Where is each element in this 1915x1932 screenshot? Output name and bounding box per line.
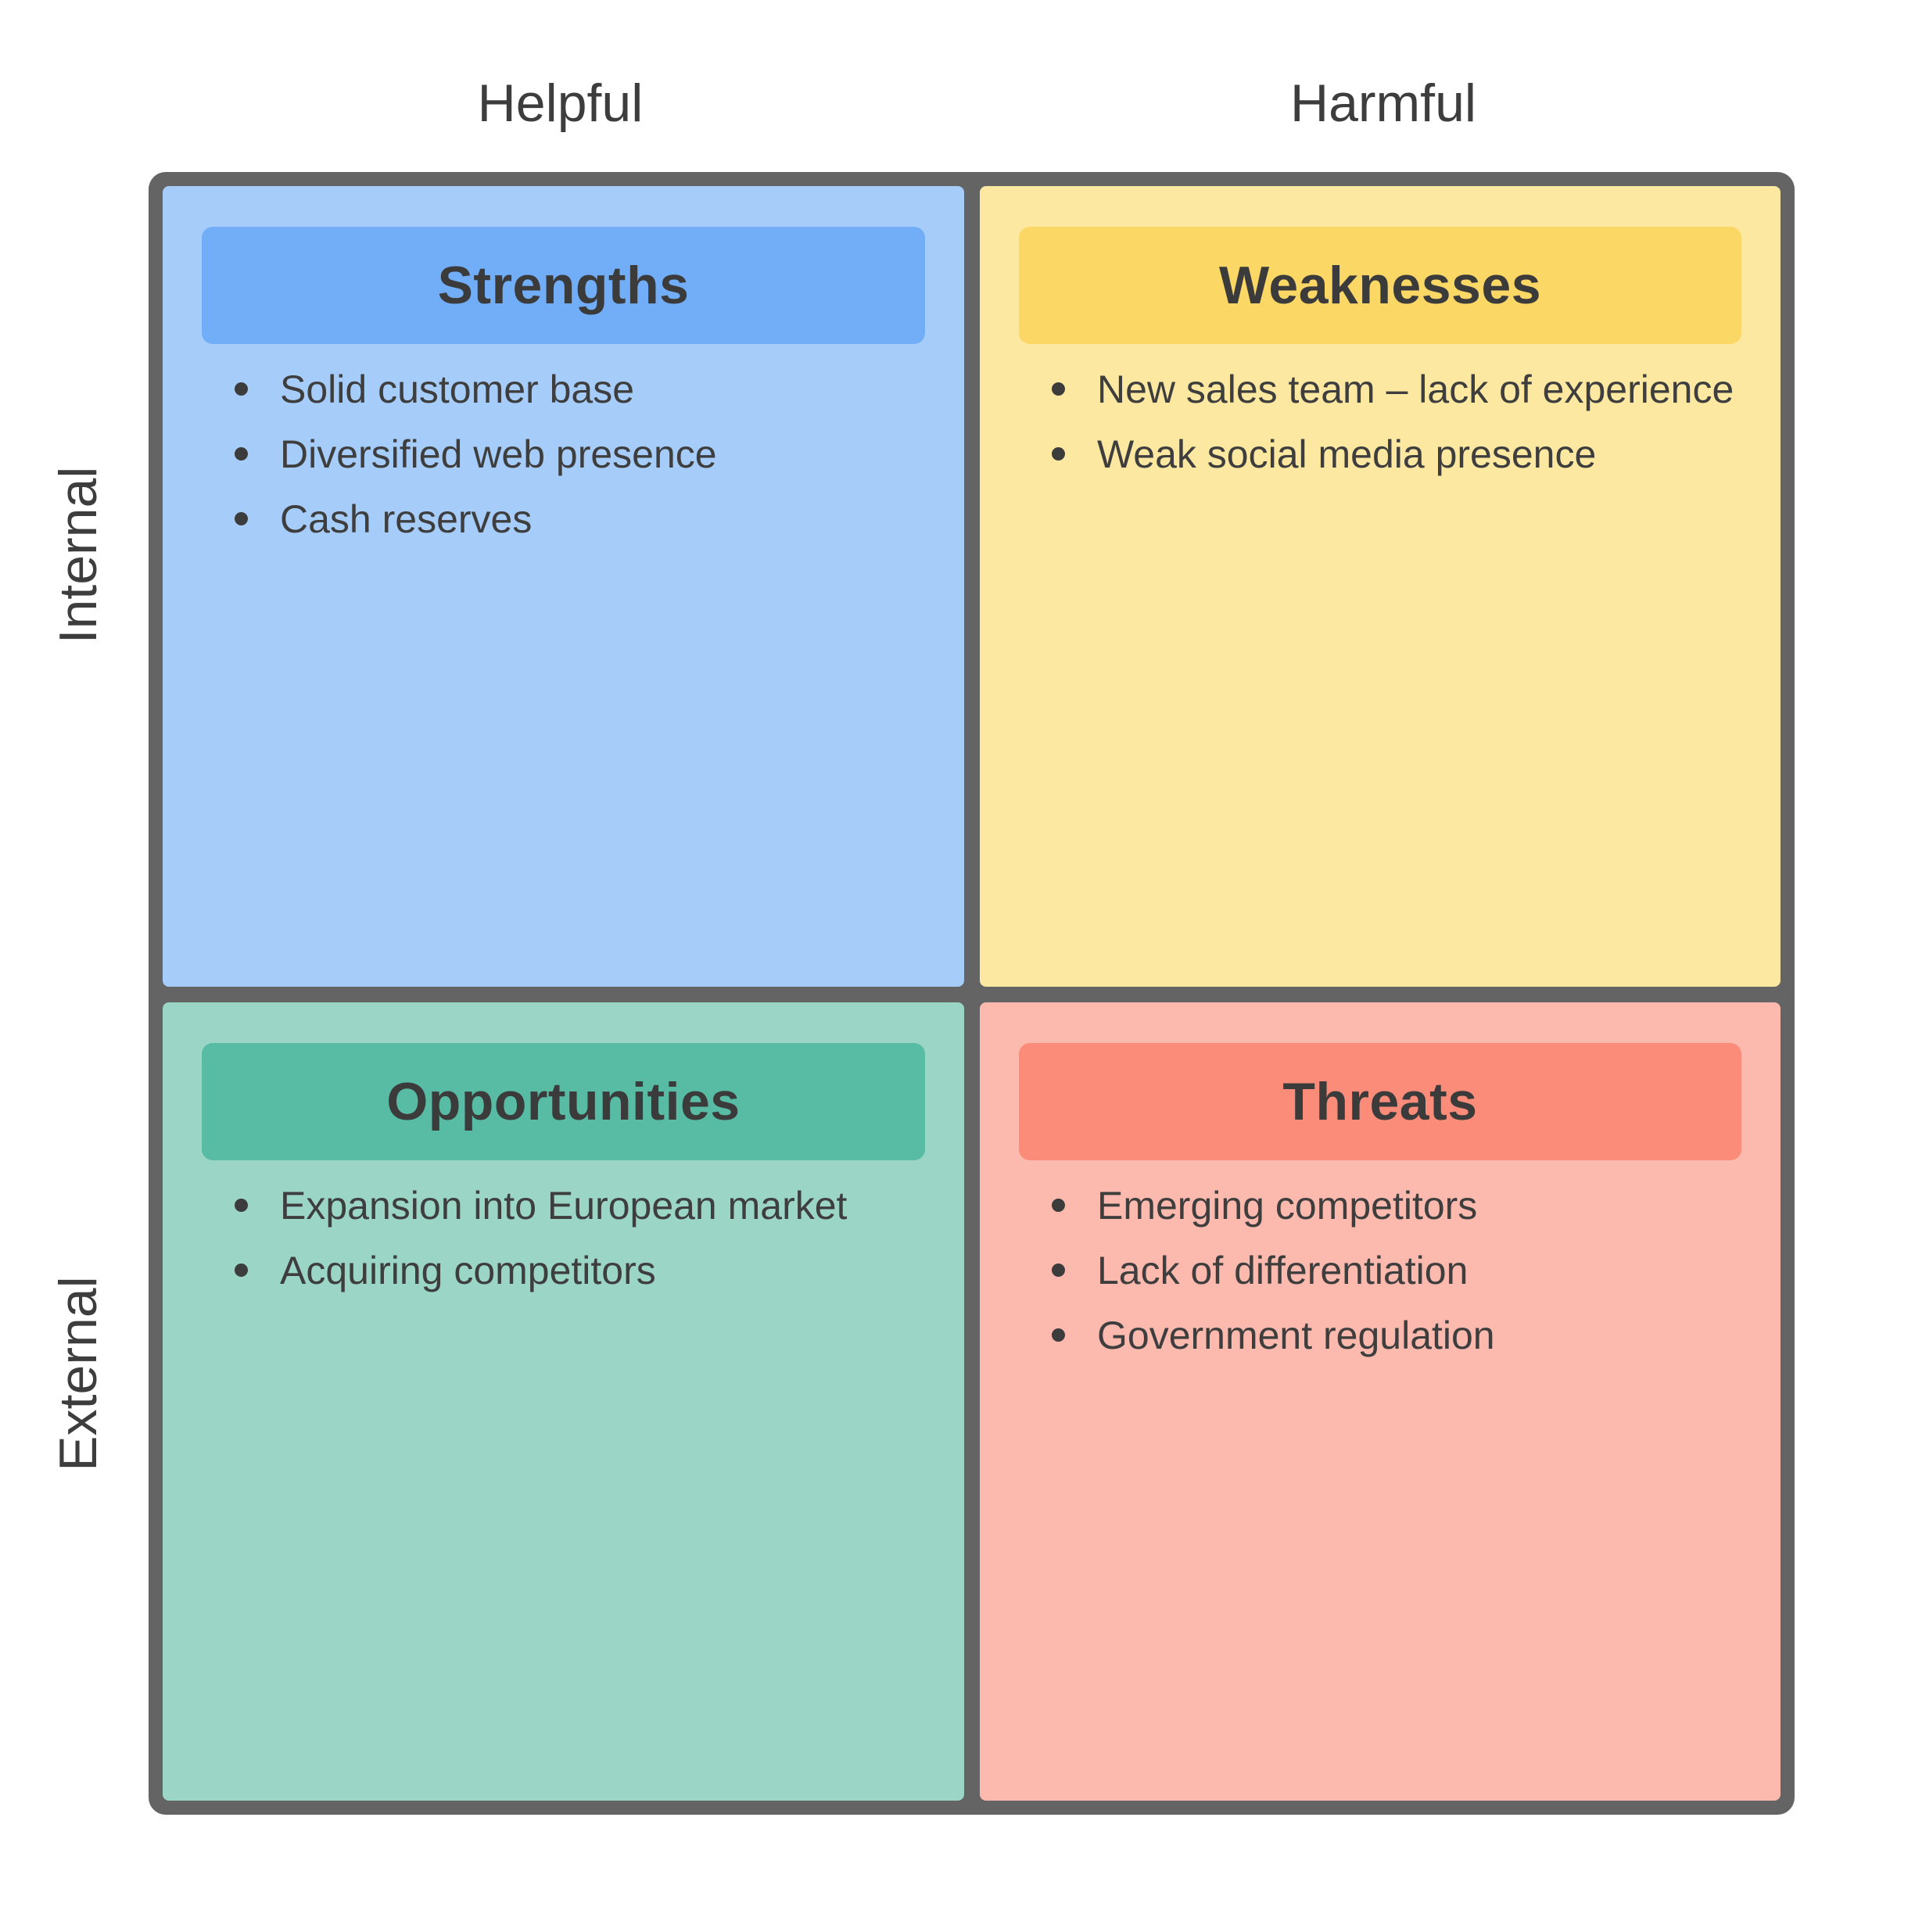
list-item-text: Government regulation	[1097, 1313, 1495, 1357]
list-item-text: Cash reserves	[280, 496, 533, 541]
weaknesses-list: New sales team – lack of experience Weak…	[980, 357, 1781, 486]
list-item: Government regulation	[980, 1303, 1781, 1367]
strengths-list: Solid customer base Diversified web pres…	[163, 357, 964, 551]
bullet-icon	[235, 382, 248, 396]
axis-label-external: External	[48, 1276, 108, 1471]
bullet-icon	[235, 1199, 248, 1212]
strengths-header: Strengths	[202, 227, 925, 344]
weaknesses-title: Weaknesses	[1218, 256, 1542, 315]
list-item: Acquiring competitors	[163, 1238, 964, 1303]
opportunities-title: Opportunities	[386, 1072, 741, 1131]
list-item-text: Solid customer base	[280, 367, 635, 411]
bullet-icon	[1052, 1328, 1065, 1342]
list-item: New sales team – lack of experience	[980, 357, 1781, 421]
bullet-icon	[235, 447, 248, 461]
list-item: Weak social media presence	[980, 421, 1781, 486]
threats-header: Threats	[1019, 1043, 1741, 1160]
bullet-icon	[235, 512, 248, 525]
quadrant-strengths: Strengths Solid customer base Diversifie…	[163, 186, 964, 987]
list-item: Lack of differentiation	[980, 1238, 1781, 1303]
list-item-text: Lack of differentiation	[1097, 1248, 1469, 1292]
weaknesses-header: Weaknesses	[1019, 227, 1741, 344]
list-item-text: New sales team – lack of experience	[1097, 367, 1734, 411]
list-item-text: Emerging competitors	[1097, 1183, 1478, 1228]
threats-list: Emerging competitors Lack of differentia…	[980, 1173, 1781, 1367]
swot-matrix-frame: Strengths Solid customer base Diversifie…	[149, 172, 1795, 1815]
axis-label-harmful: Harmful	[1289, 73, 1477, 133]
bullet-icon	[235, 1264, 248, 1277]
bullet-icon	[1052, 1199, 1065, 1212]
list-item: Emerging competitors	[980, 1173, 1781, 1238]
list-item-text: Diversified web presence	[280, 432, 717, 476]
quadrant-weaknesses: Weaknesses New sales team – lack of expe…	[980, 186, 1781, 987]
list-item-text: Acquiring competitors	[280, 1248, 656, 1292]
list-item: Solid customer base	[163, 357, 964, 421]
list-item-text: Weak social media presence	[1097, 432, 1597, 476]
opportunities-header: Opportunities	[202, 1043, 925, 1160]
bullet-icon	[1052, 382, 1065, 396]
list-item: Cash reserves	[163, 486, 964, 551]
list-item-text: Expansion into European market	[280, 1183, 848, 1228]
threats-title: Threats	[1282, 1072, 1478, 1131]
quadrant-opportunities: Opportunities Expansion into European ma…	[163, 1002, 964, 1801]
list-item: Expansion into European market	[163, 1173, 964, 1238]
axis-label-internal: Internal	[48, 466, 108, 644]
bullet-icon	[1052, 447, 1065, 461]
axis-label-helpful: Helpful	[477, 73, 644, 133]
strengths-title: Strengths	[437, 256, 690, 315]
opportunities-list: Expansion into European market Acquiring…	[163, 1173, 964, 1303]
list-item: Diversified web presence	[163, 421, 964, 486]
quadrant-threats: Threats Emerging competitors Lack of dif…	[980, 1002, 1781, 1801]
bullet-icon	[1052, 1264, 1065, 1277]
